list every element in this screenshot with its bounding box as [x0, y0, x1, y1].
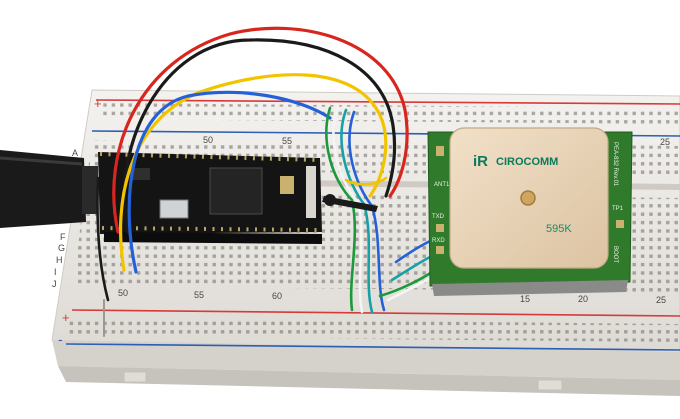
row-letter-g: G [58, 243, 65, 253]
wire-yellow [118, 73, 388, 272]
usb-cable [0, 150, 98, 228]
silkscreen-rxd: RXD [432, 238, 445, 244]
column-number-bottom-25: 25 [656, 295, 666, 305]
breadboard-foot [123, 371, 147, 383]
column-number-bottom-60: 60 [272, 291, 282, 301]
gps-brand: CIROCOMM [496, 156, 558, 168]
row-letter-f: F [60, 232, 66, 242]
column-number-25: 25 [660, 137, 670, 147]
silkscreen-txd: TXD [432, 214, 445, 220]
gps-module: iR CIROCOMM 595K PEA-832 Rev.01 ANT1 TXD… [427, 127, 633, 296]
row-letter-h: H [56, 255, 63, 265]
column-number-50: 50 [203, 135, 213, 145]
silkscreen-ant1: ANT1 [434, 182, 450, 188]
antenna-feed-icon [520, 190, 536, 206]
row-letter-j: J [52, 279, 57, 289]
column-number-bottom-20: 20 [578, 294, 588, 304]
wires [96, 26, 409, 337]
rail-plus-bottom: + [62, 310, 70, 325]
microcontroller-board [98, 152, 322, 234]
silkscreen-model: PEA-832 Rev.01 [612, 142, 618, 187]
breadboard-foot [537, 379, 563, 391]
column-number-55: 55 [282, 136, 292, 146]
silkscreen-boot: BOOT [612, 246, 618, 263]
gps-logo-icon: iR [473, 153, 488, 170]
silkscreen-tp1: TP1 [612, 206, 624, 212]
rail-minus-bottom: - [58, 331, 63, 347]
wire-blue [127, 90, 332, 274]
row-letter-a: A [72, 148, 78, 158]
wire-black [122, 38, 397, 234]
wire-red [112, 26, 409, 234]
column-number-bottom-50: 50 [118, 288, 128, 298]
row-letter-i: I [54, 267, 57, 277]
header-pins [104, 232, 322, 244]
rail-plus-top: + [94, 96, 102, 111]
zip-tie [322, 194, 378, 212]
column-number-bottom-15: 15 [520, 294, 530, 304]
gps-code: 595K [546, 223, 572, 235]
column-number-bottom-55: 55 [194, 290, 204, 300]
wire-black-short [96, 176, 110, 302]
